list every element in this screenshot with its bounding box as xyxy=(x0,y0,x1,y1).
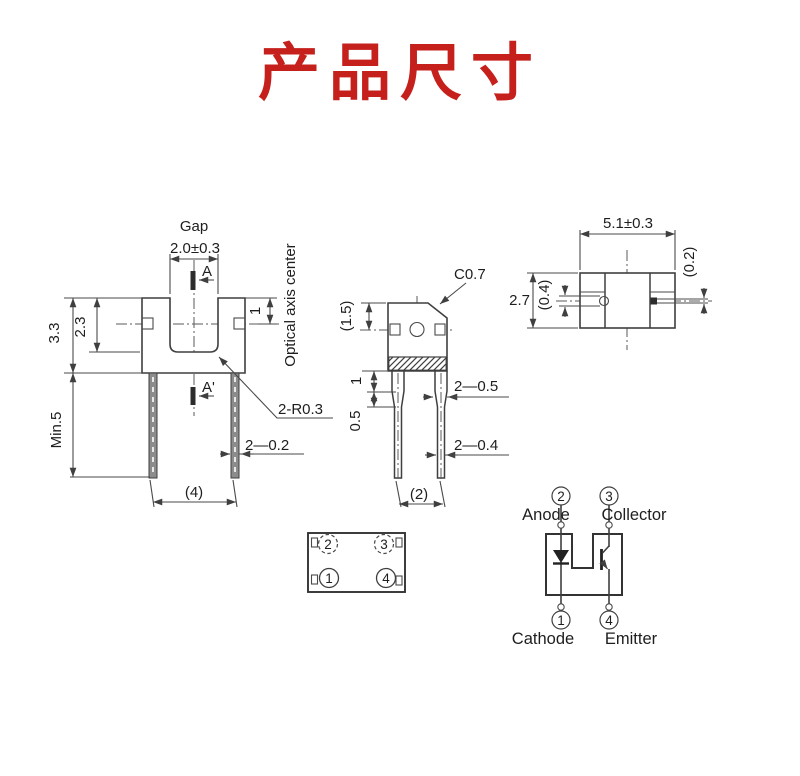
section-a-prime-label: A' xyxy=(202,379,215,396)
lead-width-lower-label: 2—0.4 xyxy=(454,437,498,454)
emitter-aperture-label: (0.4) xyxy=(536,280,553,311)
cathode-label: Cathode xyxy=(512,630,574,648)
terminal-dots xyxy=(557,521,613,611)
optical-axis-center-label: Optical axis center xyxy=(282,243,299,366)
collector-label: Collector xyxy=(601,506,667,524)
dim-chamfer: C0.7 xyxy=(439,266,486,305)
width-label: 5.1±0.3 xyxy=(603,215,653,232)
pin3-circle xyxy=(373,533,395,555)
top-body-outline xyxy=(579,272,676,329)
schematic-pin3-circle xyxy=(599,486,619,506)
pin-layout-outline xyxy=(307,532,406,593)
dim-3-3: 3.3 xyxy=(46,323,63,344)
front-leads xyxy=(148,372,240,479)
pin1-number: 1 xyxy=(325,571,333,586)
hatched-base xyxy=(388,356,447,371)
pin-layout: 2 3 1 4 xyxy=(307,532,406,593)
schematic-pin2-number: 2 xyxy=(557,489,565,504)
gap-value: 2.0±0.3 xyxy=(170,240,220,257)
lead-section-mark xyxy=(395,575,403,586)
left-window-mark xyxy=(141,317,154,330)
emitter-element xyxy=(598,295,610,307)
depth-label: 2.7 xyxy=(509,292,530,309)
dim-width: 5.1±0.3 xyxy=(579,215,676,270)
lead-thickness-label: 2—0.2 xyxy=(245,437,289,454)
dim-1-5-label: (1.5) xyxy=(338,301,355,332)
pin4-number: 4 xyxy=(382,571,390,586)
dim-lead-width-lower: 2—0.4 xyxy=(425,437,509,459)
chamfer-label: C0.7 xyxy=(454,266,486,283)
dim-min5: Min.5 xyxy=(48,412,65,449)
phototransistor-symbol xyxy=(599,545,610,570)
side-view: C0.7 (1.5) 1 0.5 xyxy=(338,266,509,508)
section-a-label: A xyxy=(202,263,212,280)
page-title: 产品尺寸 xyxy=(257,39,542,108)
pin3-number: 3 xyxy=(380,537,388,552)
dim-shoulder-1: 1 xyxy=(348,377,365,385)
lead-width-upper-label: 2—0.5 xyxy=(454,378,498,395)
lead-span-side-label: (2) xyxy=(410,486,428,503)
front-body-outline xyxy=(141,297,246,374)
dim-2-3: 2.3 xyxy=(72,317,89,338)
dim-lead-span-front: (4) xyxy=(149,479,238,508)
side-right-window xyxy=(434,323,446,336)
schematic-pin4-number: 4 xyxy=(605,613,613,628)
schematic-pin1-number: 1 xyxy=(557,613,565,628)
pin2-number: 2 xyxy=(324,537,332,552)
circuit-diagram: 2 3 1 4 Anode Collector Cathode Emitter xyxy=(512,486,667,648)
dim-lead-width-upper: 2—0.5 xyxy=(423,378,509,401)
schematic-pin1-circle xyxy=(551,610,571,630)
side-left-window xyxy=(389,323,401,336)
dim-gap: Gap 2.0±0.3 xyxy=(169,218,220,294)
anode-label: Anode xyxy=(522,506,570,524)
schematic-package-outline xyxy=(545,533,623,596)
pin2-circle xyxy=(317,533,339,555)
dim-lead-span-side: (2) xyxy=(395,480,446,508)
dim-top-to-axis-side: (1.5) xyxy=(338,301,386,332)
detector-aperture-label: (0.2) xyxy=(681,247,698,278)
lead-span-label: (4) xyxy=(185,484,203,501)
dim-1: 1 xyxy=(247,307,264,315)
lead-section-mark xyxy=(395,537,403,548)
schematic-pin2-circle xyxy=(551,486,571,506)
section-mark-a-prime: A' xyxy=(190,379,215,405)
top-view: (0.4) (0.2) 2.7 5.1±0.3 xyxy=(509,215,712,350)
lead-section-mark xyxy=(310,537,319,548)
pin1-circle xyxy=(318,567,340,589)
dim-depth: 2.7 xyxy=(509,272,578,329)
dim-shoulder: 1 0.5 xyxy=(347,370,396,432)
dim-axis-offset: 1 xyxy=(245,297,277,325)
center-hole xyxy=(409,321,425,338)
gap-label: Gap xyxy=(180,218,208,235)
section-mark-a: A xyxy=(190,263,214,290)
dim-detector-aperture: (0.2) xyxy=(681,247,708,314)
emitter-label: Emitter xyxy=(605,630,658,648)
led-symbol xyxy=(553,550,569,565)
right-window-mark xyxy=(233,317,246,330)
dim-emitter-aperture: (0.4) xyxy=(536,280,569,317)
detector-element xyxy=(650,297,657,305)
schematic-pin4-circle xyxy=(599,610,619,630)
dim-body-height: 3.3 2.3 Min.5 xyxy=(46,297,150,478)
dim-lead-thickness-front: 2—0.2 xyxy=(220,437,304,458)
dim-corner-radius: 2-R0.3 xyxy=(218,356,333,419)
dim-taper-0-5: 0.5 xyxy=(347,411,364,432)
lead-section-mark xyxy=(310,574,319,585)
front-view: Gap 2.0±0.3 A A' xyxy=(46,218,333,508)
pin4-circle xyxy=(375,567,397,589)
schematic-wires xyxy=(560,505,610,604)
side-leads xyxy=(391,371,448,481)
radius-label: 2-R0.3 xyxy=(278,401,323,418)
schematic-pin3-number: 3 xyxy=(605,489,613,504)
